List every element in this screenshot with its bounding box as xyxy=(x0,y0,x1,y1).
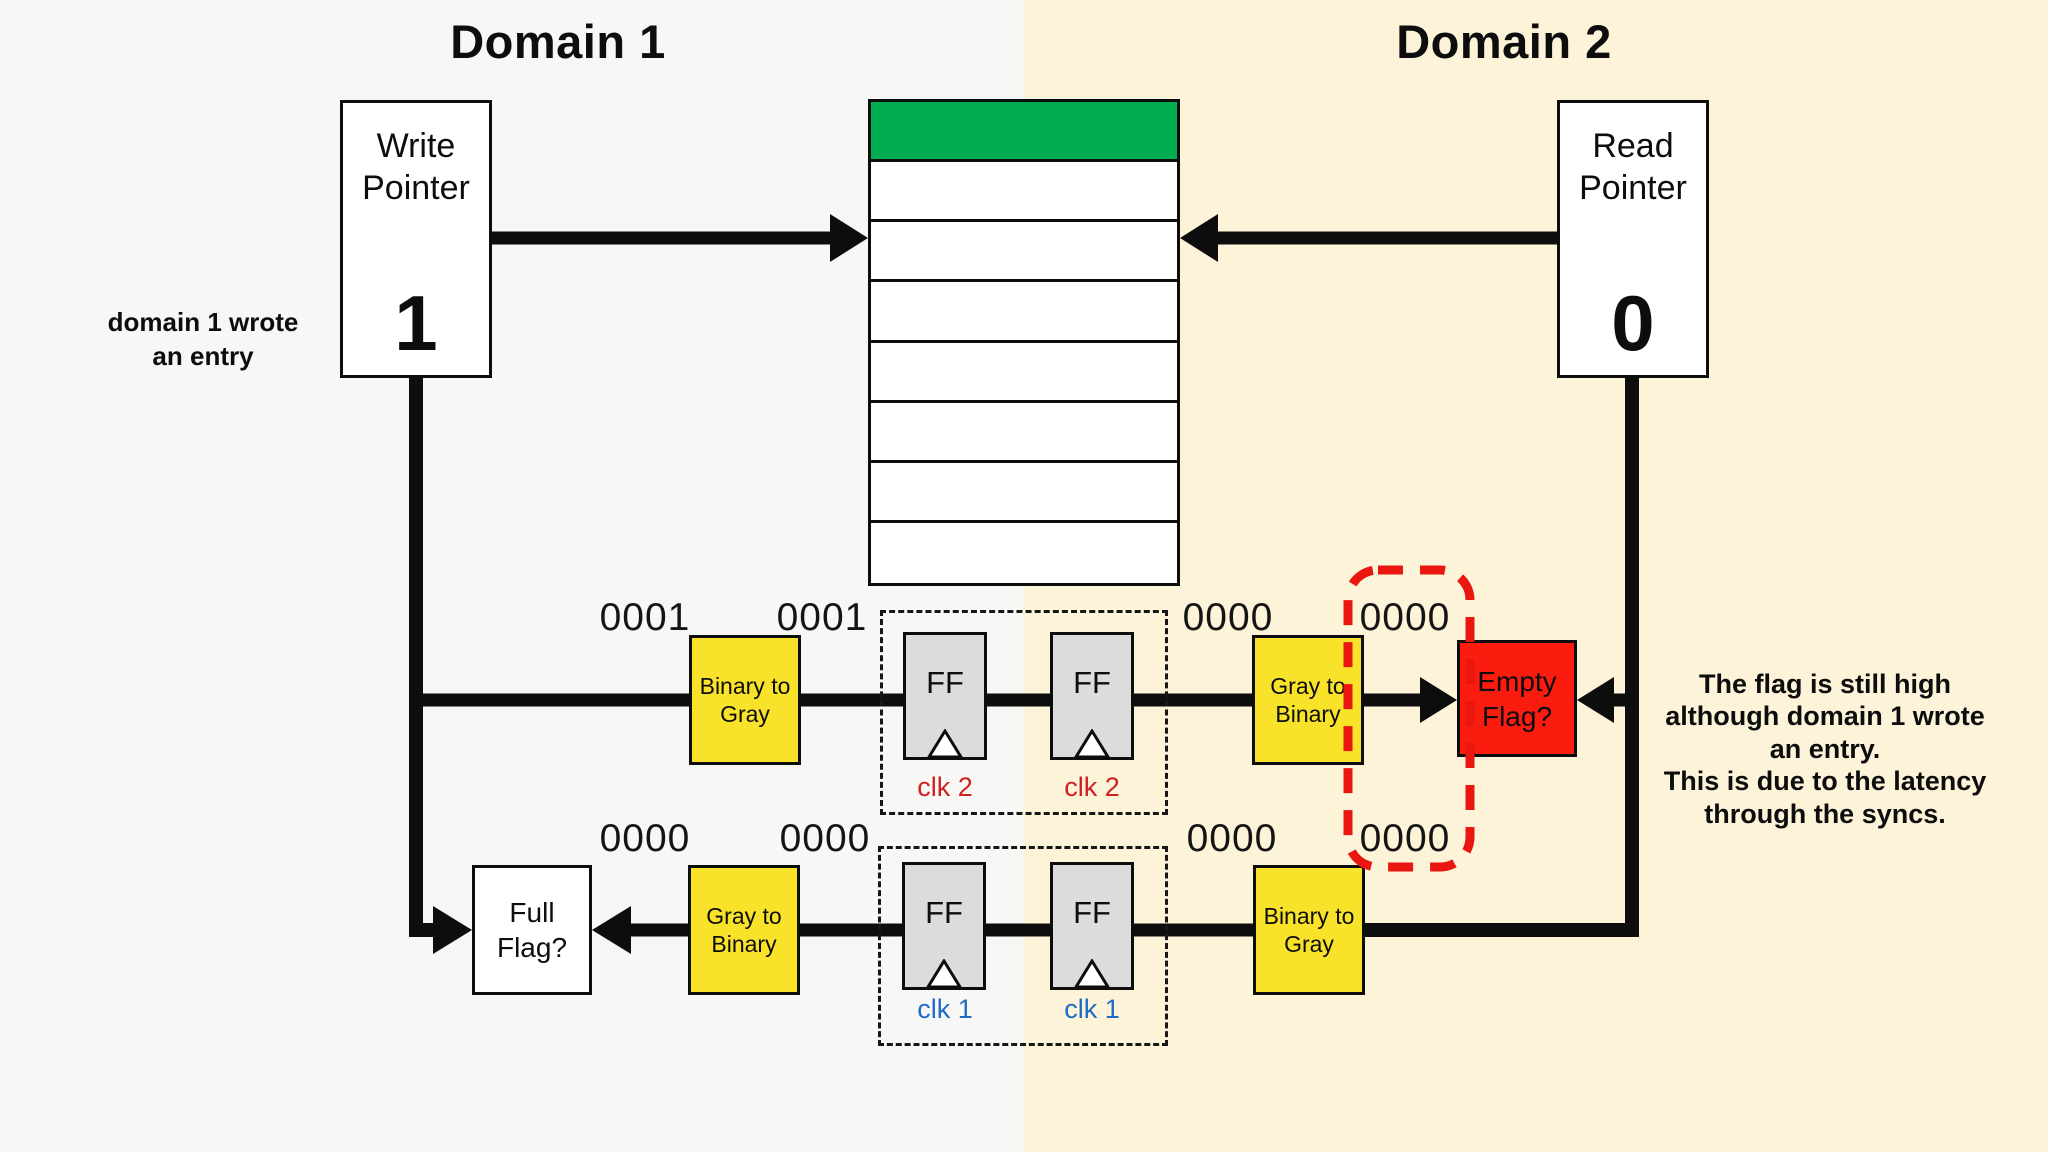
clock-input-icon xyxy=(925,959,963,989)
bus-value-rd-binary: 0000 xyxy=(1359,817,1451,860)
write-pointer-down-wire xyxy=(409,372,472,954)
fifo-row xyxy=(871,222,1177,283)
fifo-memory xyxy=(868,99,1180,586)
full-flag-box: Full Flag? xyxy=(472,865,592,995)
wr-sync-ff1: FF xyxy=(903,632,987,760)
clk1-label-2: clk 1 xyxy=(1064,994,1120,1024)
clk1-label-1: clk 1 xyxy=(917,994,973,1024)
bus-value-rd-gray-synced: 0000 xyxy=(779,817,871,860)
wr-binary-to-gray-box: Binary to Gray xyxy=(689,635,801,765)
wr-sync-ff2: FF xyxy=(1050,632,1134,760)
clk2-label-1: clk 2 xyxy=(917,772,973,802)
clk1-sync-dashed-box xyxy=(878,846,1168,1046)
read-pointer-label: Read Pointer xyxy=(1579,127,1687,208)
clk2-label-2: clk 2 xyxy=(1064,772,1120,802)
rd-sync-ff1: FF xyxy=(902,862,986,990)
fifo-row xyxy=(871,462,1177,523)
read-sync-path-wire xyxy=(592,906,1256,954)
bus-value-wr-gray-synced: 0000 xyxy=(1182,596,1274,639)
bus-value-wr-gray: 0001 xyxy=(776,596,868,639)
write-pointer-value: 1 xyxy=(394,279,438,367)
rd-sync-ff2: FF xyxy=(1050,862,1134,990)
ff-label: FF xyxy=(926,665,964,700)
fifo-row xyxy=(871,402,1177,463)
read-pointer-value: 0 xyxy=(1611,279,1655,367)
bus-value-wr-binary: 0001 xyxy=(599,596,691,639)
rd-binary-to-gray-box: Binary to Gray xyxy=(1253,865,1365,995)
clock-input-icon xyxy=(1073,959,1111,989)
ff-label: FF xyxy=(1073,665,1111,700)
domain1-title: Domain 1 xyxy=(450,15,666,68)
latency-highlight-box xyxy=(1343,565,1475,872)
fifo-row xyxy=(871,522,1177,583)
write-pointer-box: Write Pointer 1 xyxy=(340,100,492,378)
write-pointer-label: Write Pointer xyxy=(362,127,470,208)
bus-value-wr-binary-rdside: 0000 xyxy=(1359,596,1451,639)
write-sync-path-wire xyxy=(409,677,1457,723)
fifo-row xyxy=(871,162,1177,223)
rd-gray-to-binary-box: Gray to Binary xyxy=(688,865,800,995)
ff-label: FF xyxy=(925,895,963,930)
left-annotation: domain 1 wrote an entry xyxy=(107,307,299,371)
read-pointer-to-fifo-arrow xyxy=(1180,214,1557,262)
bus-value-rd-binary-wrside: 0000 xyxy=(599,817,691,860)
ff-label: FF xyxy=(1073,895,1111,930)
write-pointer-to-fifo-arrow xyxy=(492,214,868,262)
bus-value-rd-gray: 0000 xyxy=(1186,817,1278,860)
domain2-background xyxy=(1023,0,2048,1152)
read-pointer-box: Read Pointer 0 xyxy=(1557,100,1709,378)
clk2-sync-dashed-box xyxy=(880,610,1168,815)
domain2-title: Domain 2 xyxy=(1396,15,1612,68)
right-annotation: The flag is still high although domain 1… xyxy=(1663,669,1987,829)
fifo-row xyxy=(871,282,1177,343)
fifo-row xyxy=(871,342,1177,403)
clock-input-icon xyxy=(1073,729,1111,759)
fifo-row xyxy=(871,102,1177,163)
clock-input-icon xyxy=(926,729,964,759)
empty-flag-box: Empty Flag? xyxy=(1457,640,1577,757)
read-pointer-down-wire xyxy=(1362,372,1639,937)
